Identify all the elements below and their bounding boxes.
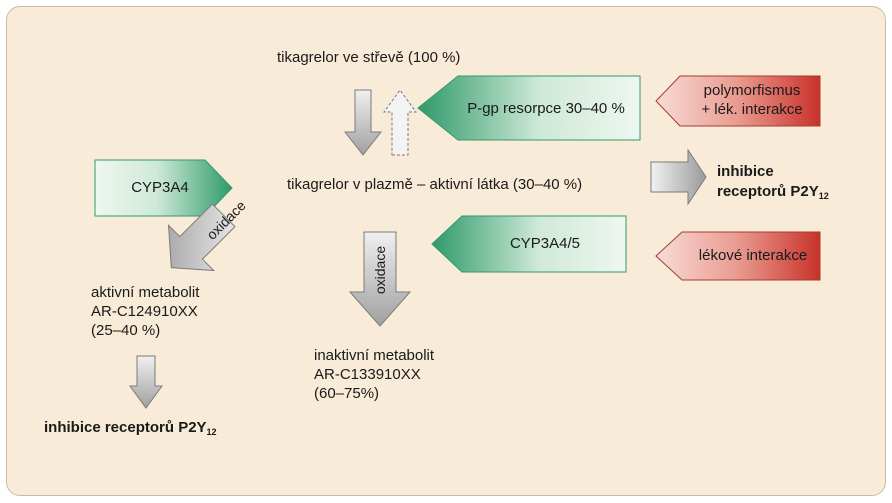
inactive-metabolite-line3: (60–75%)	[314, 385, 380, 402]
arrow-down-gut-to-plasma	[343, 89, 383, 156]
arrow-up-dashed-efflux	[383, 89, 417, 156]
inhibition-right-text: receptorů P2Y	[717, 183, 819, 200]
polymorphism-label-line2: + lék. interakce	[701, 101, 803, 118]
inactive-metabolite-line1: inaktivní metabolit	[314, 347, 435, 364]
pgp-resorption-box	[417, 75, 641, 141]
polymorphism-box	[655, 75, 821, 127]
inhibition-bottom-text: inhibice receptorů P2Y	[44, 419, 207, 436]
drug-interactions-box	[655, 231, 821, 281]
cyp3a4-box	[94, 159, 233, 217]
active-metabolite-line1: aktivní metabolit	[91, 284, 200, 301]
cyp3a45-label: CYP3A4/5	[509, 235, 581, 252]
gut-node: tikagrelor ve střevě (100 %)	[277, 49, 461, 66]
inactive-metabolite-line2: AR-C133910XX	[314, 366, 421, 383]
cyp3a45-box	[431, 215, 627, 273]
inhibition-bottom: inhibice receptorů P2Y12	[44, 418, 217, 442]
cyp3a4-label: CYP3A4	[131, 179, 189, 196]
arrow-diagonal-oxidation	[167, 203, 236, 272]
inhibition-right-line2: receptorů P2Y12	[717, 182, 829, 206]
inhibition-bottom-subscript: 12	[206, 427, 217, 437]
arrow-down-to-bottom-inhibition	[129, 355, 163, 409]
active-metabolite-line2: AR-C124910XX	[91, 303, 198, 320]
arrow-right-to-inhibition	[650, 148, 707, 206]
plasma-node: tikagrelor v plazmě – aktivní látka (30–…	[287, 176, 583, 193]
polymorphism-label-line1: polymorfismus	[703, 82, 801, 99]
drug-interactions-label: lékové interakce	[698, 247, 808, 264]
oxidation-label-vertical: oxidace	[372, 245, 388, 295]
inhibition-right-subscript: 12	[818, 191, 829, 201]
inhibition-right-line1: inhibice	[717, 163, 774, 180]
active-metabolite-line3: (25–40 %)	[91, 322, 161, 339]
pgp-label: P-gp resorpce 30–40 %	[467, 100, 625, 117]
arrow-down-oxidation	[348, 231, 412, 327]
